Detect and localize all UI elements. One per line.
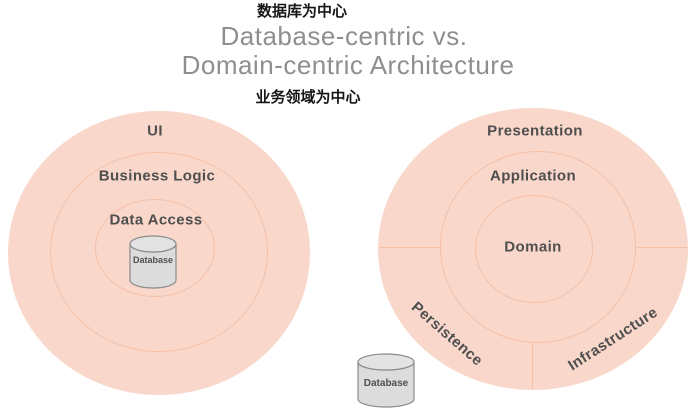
- right-ring-label-presentation: Presentation: [487, 122, 583, 140]
- right-database-label: Database: [364, 378, 409, 389]
- title-line1: Database-centric vs.: [220, 21, 468, 51]
- right-ring-label-application: Application: [489, 167, 577, 185]
- right-outer-ring-divider-bottom: [532, 342, 533, 389]
- left-ring-label-ui: UI: [147, 122, 163, 140]
- title-line2: Domain-centric Architecture: [181, 50, 515, 80]
- left-database-cylinder-icon: Database: [129, 235, 177, 289]
- right-outer-ring-divider-left: [379, 247, 441, 248]
- right-ring-label-domain: Domain: [504, 238, 562, 256]
- left-ring-label-business-logic: Business Logic: [98, 167, 216, 185]
- left-inner-ring: [95, 199, 215, 297]
- left-middle-ring: [50, 152, 268, 352]
- right-database-cylinder-icon: Database: [357, 353, 415, 408]
- subtitle-domain-centric-cn: 业务领域为中心: [255, 89, 361, 106]
- right-inner-ring: [475, 195, 593, 303]
- right-outer-ring-divider-right: [637, 247, 687, 248]
- subtitle-database-centric-cn: 数据库为中心: [256, 3, 348, 20]
- left-ring-label-data-access: Data Access: [109, 211, 203, 229]
- left-database-label: Database: [133, 255, 173, 265]
